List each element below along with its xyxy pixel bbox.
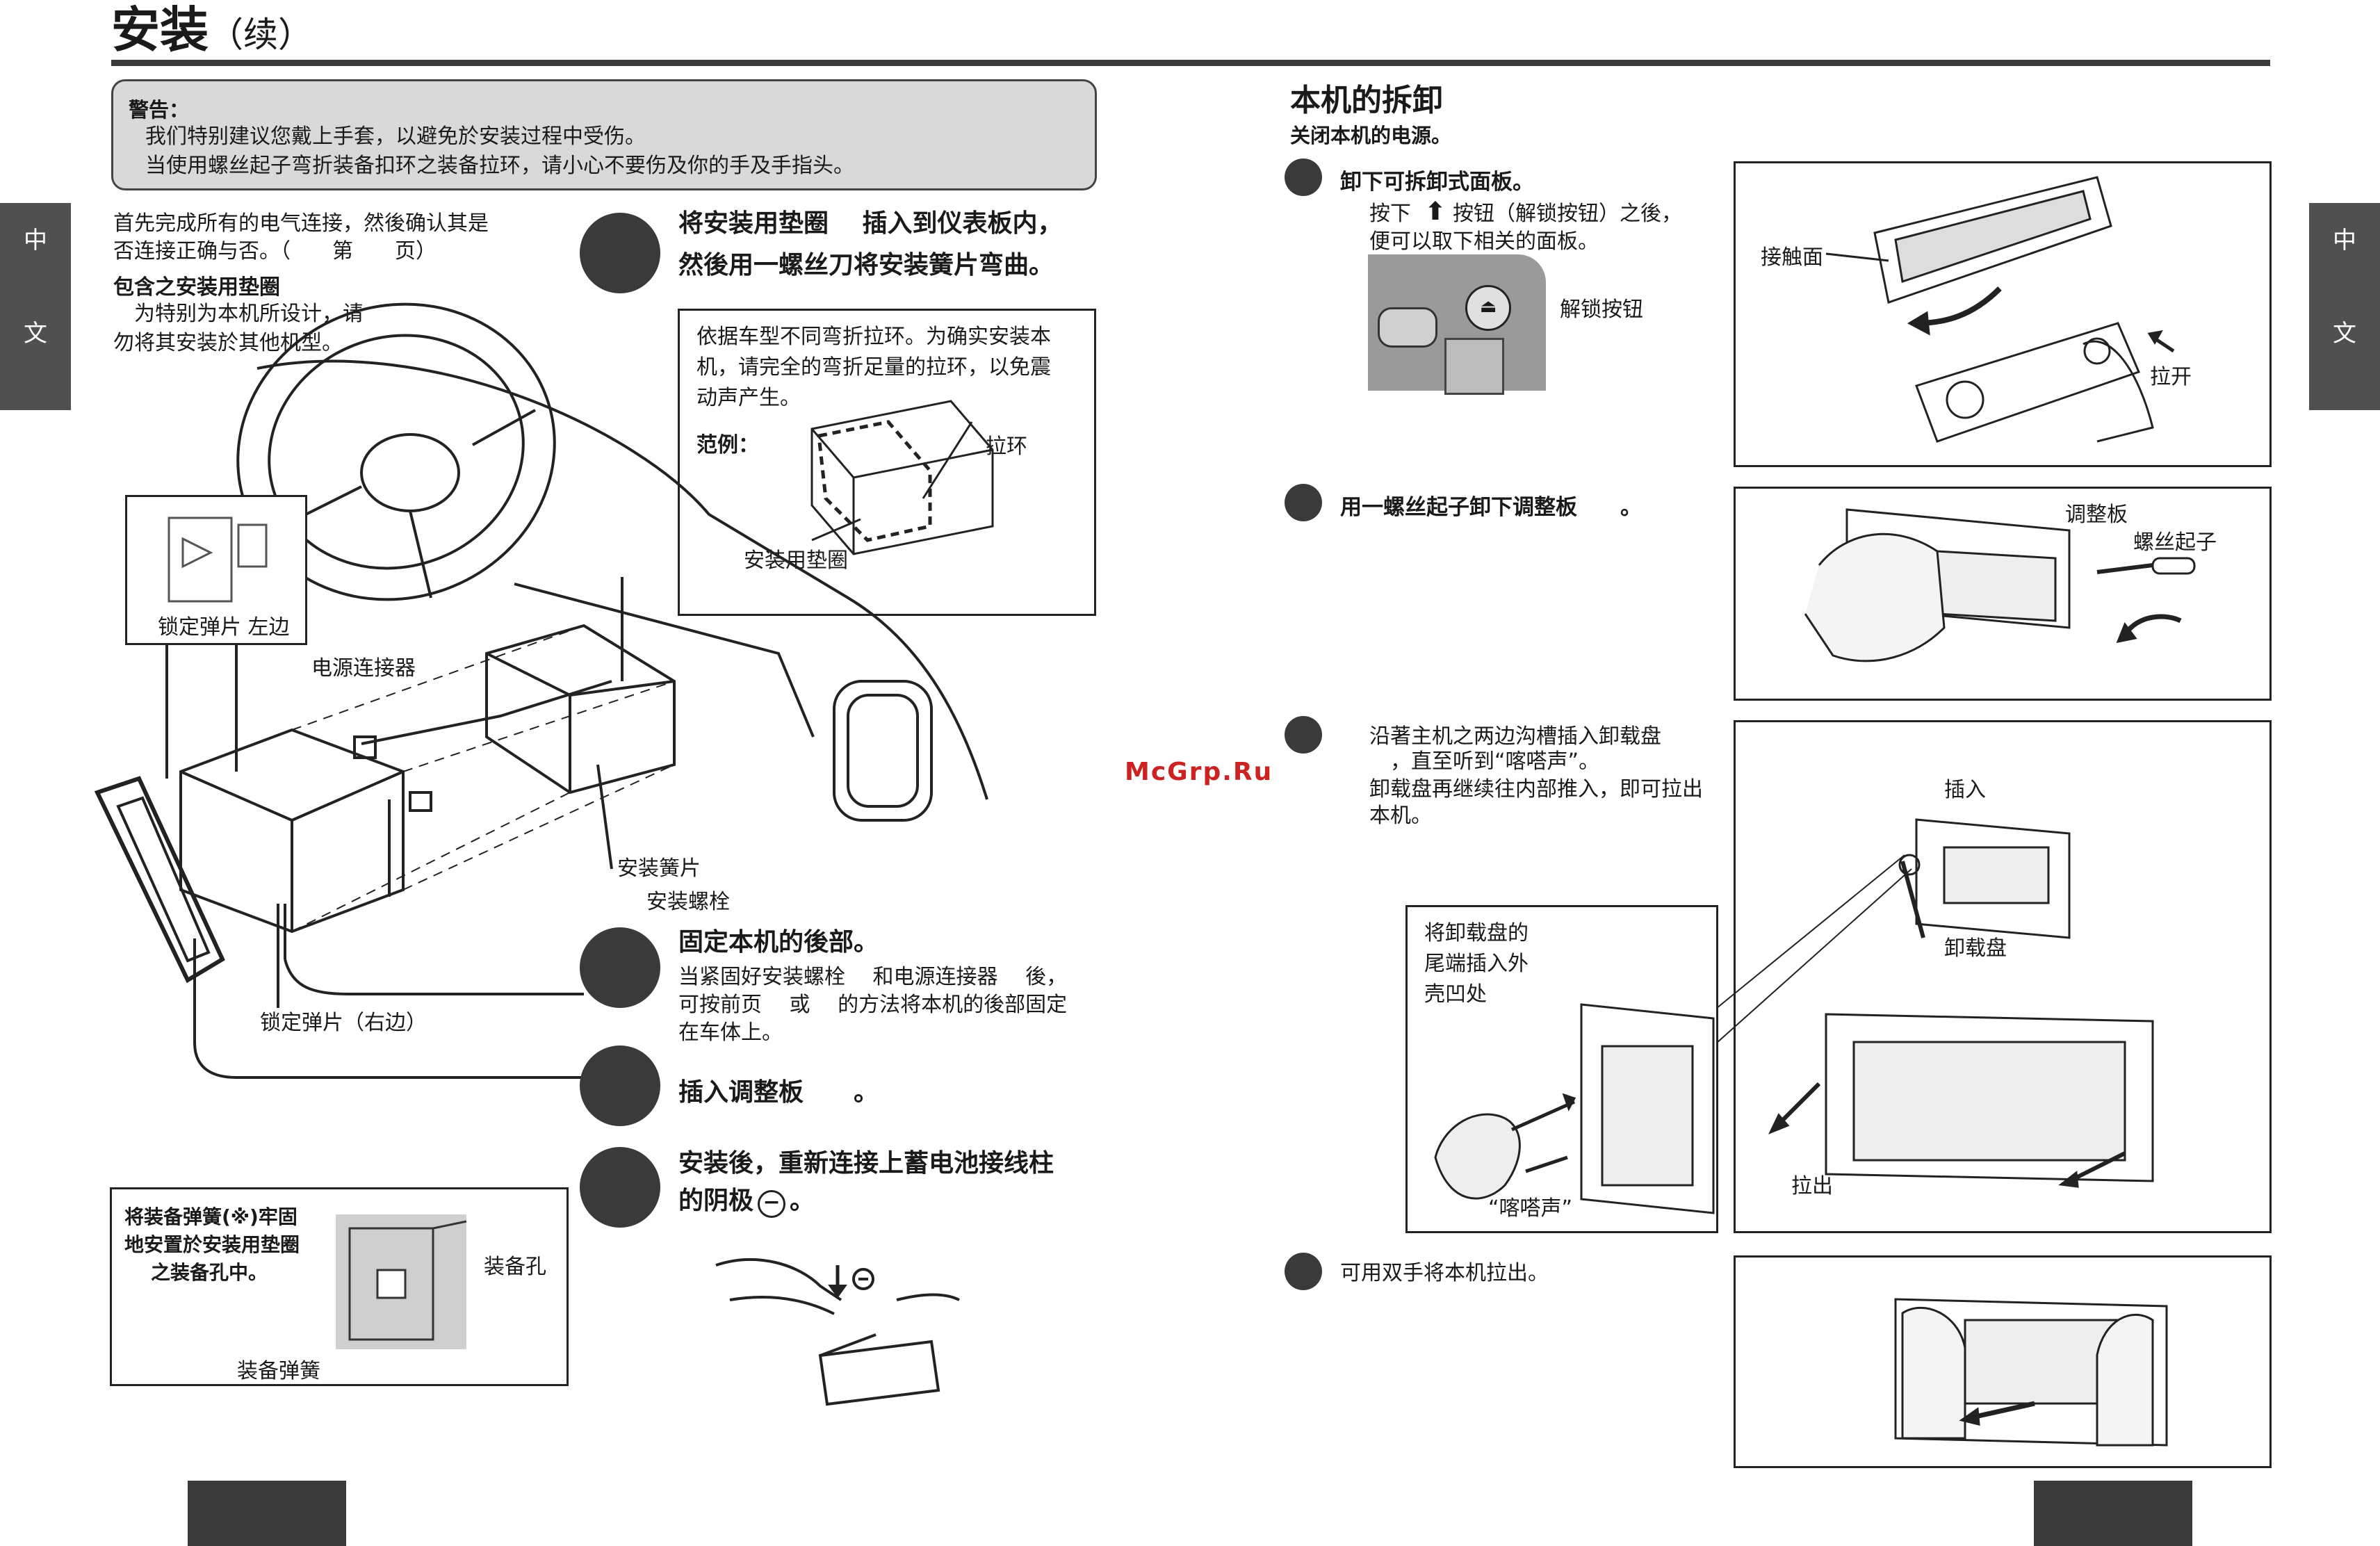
step-1-bullet [580,213,660,293]
inset-illustration [1434,1003,1715,1214]
power-off-text: 关闭本机的电源。 [1290,124,1452,147]
removal-step-3-bullet [1285,716,1322,754]
r4-text: 可用双手将本机拉出。 [1340,1261,1549,1285]
side-tab-left: 中 文 [0,203,71,410]
lock-tab-left-label: 锁定弹片 左边 [158,615,290,640]
removal-plate-box: 插入 卸载盘 拉出 [1734,720,2272,1233]
example-label: 范例： [696,433,759,457]
inset-line3: 壳凹处 [1424,982,1487,1007]
r1-title: 卸下可拆卸式面板。 [1340,170,1534,195]
note-line2: 机，请完全的弯折足量的拉环，以免震 [696,355,1051,380]
step-2-title: 固定本机的後部。 [678,928,879,957]
step-4-bullet [580,1147,660,1228]
pull-open-label: 拉开 [2150,365,2192,389]
release-button-icon: ⏏ [1465,285,1511,331]
removal-plate-label: 卸载盘 [1944,936,2007,961]
warning-line2: 当使用螺丝起子弯折装备扣环之装备拉环，请小心不要伤及你的手及手指头。 [145,154,854,178]
warning-label: 警告： [129,98,190,122]
lock-tab-right-label: 锁定弹片（右边） [260,1011,427,1035]
pull-out-label: 拉出 [1791,1174,1833,1198]
step-3-title: 插入调整板 。 [678,1078,879,1107]
spring-line3: 之装备孔中。 [151,1261,268,1284]
spring-line2: 地安置於安装用垫圈 [124,1233,300,1256]
collar-example-illustration [810,400,994,555]
lock-tab-illustration [168,516,268,603]
removal-plate-illustration [1768,818,2154,1188]
step-2-line1: 当紧固好安装螺栓 和电源连接器 後， [678,965,1068,989]
mounting-spring-label: 装备弹簧 [237,1359,320,1383]
inset-line1: 将卸载盘的 [1424,921,1529,945]
pull-unit-illustration [1894,1298,2168,1447]
r1-line2: 便可以取下相关的面板。 [1369,229,1599,254]
step-1-line2: 然後用一螺丝刀将安装簧片弯曲。 [678,251,1054,279]
r2-title: 用一螺丝起子卸下调整板 。 [1340,495,1642,520]
note-line3: 动声产生。 [696,386,801,410]
mounting-spring-box: 将装备弹簧(※)牢固 地安置於安装用垫圈 之装备孔中。 装备孔 装备弹簧 [110,1187,569,1386]
r3-line3: 卸载盘再继续往内部推入，即可拉出 [1369,777,1703,802]
installation-illustration [94,302,988,1079]
minus-terminal-icon: − [758,1190,786,1218]
trim-plate-removal-illustration [1804,508,2196,662]
warning-line1: 我们特别建议您戴上手套，以避免於安装过程中受伤。 [145,124,646,149]
mounting-tab-label: 安装簧片 [617,856,701,881]
release-button-label: 解锁按钮 [1560,298,1643,322]
battery-illustration [715,1258,960,1406]
mounting-collar-label: 安装用垫圈 [744,548,848,573]
spring-photo-illustration [348,1220,467,1341]
page-number-block-left [188,1481,346,1546]
title-rule [111,60,2270,66]
release-arrow-icon: ⬆ [1424,197,1446,226]
title-suffix: （续） [209,15,313,55]
intro-bold: 包含之安装用垫圈 [113,275,280,300]
lock-tab-left-box: 锁定弹片 左边 [125,495,307,645]
release-button-photo: ⏏ [1368,254,1546,395]
title-main: 安装 [111,1,209,58]
step-1-line1: 将安装用垫圈 插入到仪表板内， [678,209,1063,238]
mounting-hole-label: 装备孔 [484,1255,546,1279]
faceplate-removal-box: 接触面 拉开 [1734,161,2272,467]
page-number-block-right [2034,1481,2192,1546]
note-line1: 依据车型不同弯折拉环。为确实安装本 [696,325,1051,349]
screwdriver-label: 螺丝起子 [2133,530,2217,555]
side-tab-right: 中 文 [2309,203,2380,410]
mounting-bolt-label: 安装螺栓 [646,890,730,914]
power-connector-label: 电源连接器 [311,656,416,681]
insert-label: 插入 [1944,778,1986,802]
intro-line2: 否连接正确与否。（ 第 页） [113,239,437,263]
step-4-line1: 安装後，重新连接上蓄电池接线柱 [678,1149,1054,1178]
step-4-line2: 的阴极−。 [678,1183,815,1219]
warning-box: 警告： 我们特别建议您戴上手套，以避免於安装过程中受伤。 当使用螺丝起子弯折装备… [111,79,1097,190]
step-2-bullet [580,927,660,1008]
pull-unit-box [1734,1255,2272,1468]
page-title: 安装（续） [111,0,313,65]
trim-plate-removal-box: 调整板 螺丝起子 [1734,487,2272,701]
removal-plate-inset: 将卸载盘的 尾端插入外 壳凹处 “喀嗒声” [1405,905,1718,1233]
step-2-line2: 可按前页 或 的方法将本机的後部固定 [678,993,1068,1017]
removal-step-1-bullet [1285,158,1322,196]
removal-step-4-bullet [1285,1253,1322,1290]
spring-photo [336,1214,467,1349]
step-3-bullet [580,1045,660,1126]
step-2-line3: 在车体上。 [678,1020,783,1045]
example-note-box: 依据车型不同弯折拉环。为确实安装本 机，请完全的弯折足量的拉环，以免震 动声产生… [678,309,1096,616]
inset-line2: 尾端插入外 [1424,952,1529,976]
intro-line3: 为特别为本机所设计，请 [113,302,364,326]
removal-step-2-bullet [1285,484,1322,521]
spring-line1: 将装备弹簧(※)牢固 [124,1205,298,1228]
watermark: McGrp.Ru [1125,758,1273,786]
r3-line4: 本机。 [1369,804,1432,828]
faceplate-removal-illustration [1825,176,2175,443]
inset-connector-lines [1716,854,1912,1043]
r1-line1: 按下 按钮（解锁按钮）之後， [1369,202,1682,226]
trim-plate-label: 调整板 [2065,503,2128,527]
r3-line2: ，直至听到“喀嗒声”。 [1369,749,1600,774]
intro-line1: 首先完成所有的电气连接，然後确认其是 [113,211,489,236]
click-label: “喀嗒声” [1488,1196,1573,1221]
removal-title: 本机的拆卸 [1290,83,1443,118]
intro-line4: 勿将其安装於其他机型。 [113,331,343,355]
contact-surface-label: 接触面 [1761,245,1823,270]
r3-line1: 沿著主机之两边沟槽插入卸载盘 [1369,724,1661,749]
